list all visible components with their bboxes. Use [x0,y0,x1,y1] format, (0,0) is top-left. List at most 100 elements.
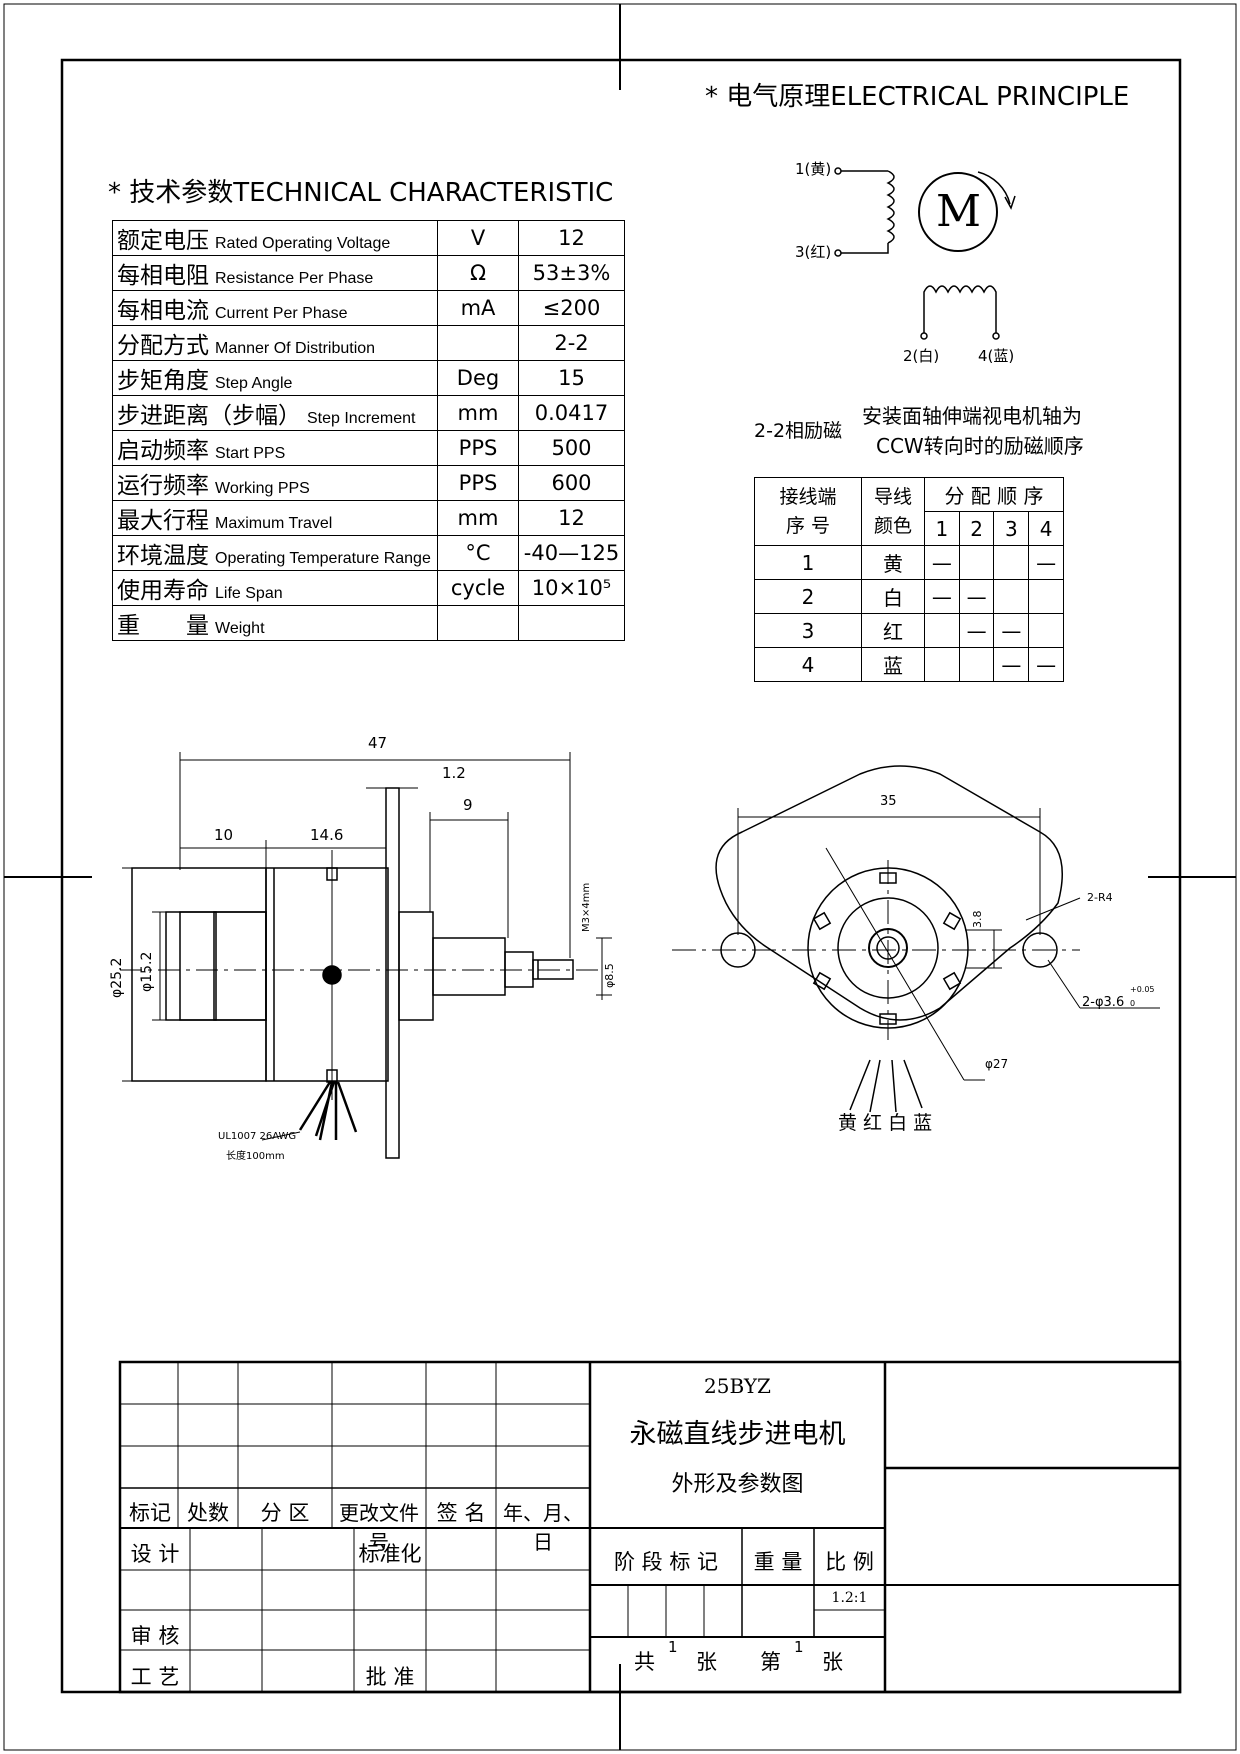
col-zone: 分 区 [260,1501,310,1525]
phase-mark [993,545,1030,580]
param-value [518,605,625,641]
param-name: 环境温度 [117,543,209,569]
excitation-note-2: CCW转向时的励磁顺序 [876,434,1084,458]
param-name: 每相电流 [117,298,209,324]
phase-mark: — [924,579,960,614]
dim-3-8: 3.8 [971,910,984,929]
phase-mark [1028,613,1064,648]
table-row: 4 蓝 — — [754,647,1064,682]
param-value: 10×10⁵ [518,570,625,606]
table-row: 环境温度 Operating Temperature Range °C-40—125 [112,535,625,571]
param-unit: cycle [437,570,519,606]
param-value: -40—125 [518,535,625,571]
param-unit [437,605,519,641]
phase-mark: — [958,613,995,648]
param-name-en: Start PPS [215,445,286,462]
electrical-principle-heading: * 电气原理ELECTRICAL PRINCIPLE [705,82,1130,112]
process-label: 工 艺 [130,1665,180,1689]
motor-label: M [936,186,982,237]
dim-width: 35 [880,794,897,809]
param-name-en: Operating Temperature Range [215,550,431,567]
tolerance-upper: +0.05 [1130,985,1155,994]
param-name: 步进距离（步幅） [117,403,301,429]
param-value: 12 [518,220,625,256]
param-name-en: Weight [215,620,265,637]
wire-color: 白 [861,579,925,614]
total-sheets: 1 [668,1638,678,1656]
phase-mark: — [993,647,1030,682]
param-value: 2-2 [518,325,625,361]
phase-mark: — [993,613,1030,648]
excitation-note-1: 安装面轴伸端视电机轴为 [862,404,1082,428]
phase-mark [958,647,995,682]
param-unit: mm [437,395,519,431]
dim-body-b: 14.6 [310,826,344,844]
param-name-en: Life Span [215,585,283,602]
param-name: 启动频率 [117,438,209,464]
param-value: 15 [518,360,625,396]
total-prefix: 共 [634,1650,655,1674]
technical-heading: * 技术参数TECHNICAL CHARACTERISTIC [108,178,614,208]
thread-spec: M3×4mm [581,882,592,932]
wire-color: 黄 [861,545,925,580]
sheet-word: 张 [696,1650,717,1674]
param-name-en: Resistance Per Phase [215,270,374,287]
review-label: 审 核 [130,1624,180,1648]
product-name: 永磁直线步进电机 [629,1419,846,1450]
param-name: 额定电压 [117,228,209,254]
dim-total-length: 47 [368,734,388,752]
param-unit: °C [437,535,519,571]
col-mark: 标记 [129,1501,171,1525]
wire-spec: UL1007 26AWG [218,1131,297,1142]
param-name-en: Step Angle [215,375,293,392]
param-name-en: Maximum Travel [215,515,333,532]
hole-diameter: 2-φ3.6 [1082,995,1125,1010]
param-name-en: Rated Operating Voltage [215,235,391,252]
param-unit: Ω [437,255,519,291]
tolerance-lower: 0 [1130,999,1136,1008]
wire-3-label: 3(红) [795,243,832,261]
phase-mark [958,545,995,580]
terminal-no: 1 [754,545,862,580]
sequence-header: 分 配 顺 序 [924,477,1064,512]
param-value: 500 [518,430,625,466]
model-number: 25BYZ [704,1374,771,1398]
phase-mark: — [1028,647,1064,682]
param-name-en: Working PPS [215,480,310,497]
param-value: 600 [518,465,625,501]
step-1: 1 [924,511,960,546]
wire-length: 长度100mm [226,1151,285,1162]
param-name-en: Manner Of Distribution [215,340,376,357]
col-count: 处数 [187,1501,229,1525]
phase-mark [1028,579,1064,614]
sheet-prefix: 第 [760,1650,781,1674]
wire-color: 蓝 [861,647,925,682]
terminal-header: 接线端序 号 [754,477,862,546]
param-name: 运行频率 [117,473,209,499]
sheet-word-2: 张 [822,1650,843,1674]
param-unit: V [437,220,519,256]
table-row: 1 黄 — — [754,545,1064,580]
dim-shaft-length: 9 [463,796,473,814]
param-name: 使用寿命 [117,578,209,604]
col-signature: 签 名 [436,1501,486,1525]
table-row: 2 白 — — [754,579,1064,614]
wire-2-label: 2(白) [903,347,940,365]
param-unit: mA [437,290,519,326]
table-row: 分配方式 Manner Of Distribution 2-2 [112,325,625,361]
param-name: 分配方式 [117,333,209,359]
dim-body-a: 10 [214,826,234,844]
terminal-no: 3 [754,613,862,648]
param-value: 0.0417 [518,395,625,431]
motor-symbol [918,172,998,252]
excitation-sequence-table: 接线端序 号 导线颜色 分 配 顺 序 1 2 3 4 1 黄 — — 2 白 … [754,477,1064,682]
param-unit: PPS [437,465,519,501]
phase-mark [924,647,960,682]
